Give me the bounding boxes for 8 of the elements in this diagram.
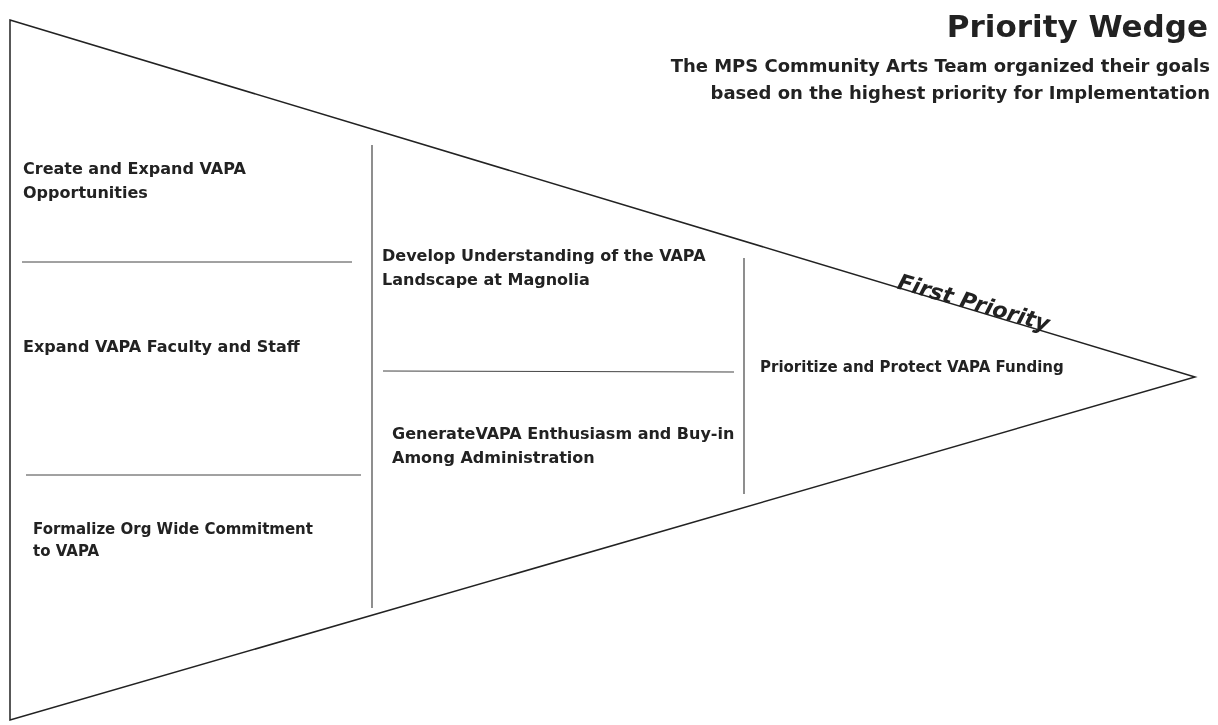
goal-text: GenerateVAPA Enthusiasm and Buy-in Among Administration [392,423,736,469]
goal-text: Prioritize and Protect VAPA Funding [760,357,1065,378]
goal-text: Create and Expand VAPA Opportunities [23,158,247,204]
goal-text: Formalize Org Wide Commitment to VAPA [33,519,313,562]
title: Priority Wedge [946,7,1208,46]
goal-text: Develop Understanding of the VAPA Landscape at Magnolia [382,245,707,291]
goal-text: Expand VAPA Faculty and Staff [23,336,301,358]
subtitle-text: The MPS Community Arts Team organized their goals based on the highest priority for Implementation [669,54,1210,105]
